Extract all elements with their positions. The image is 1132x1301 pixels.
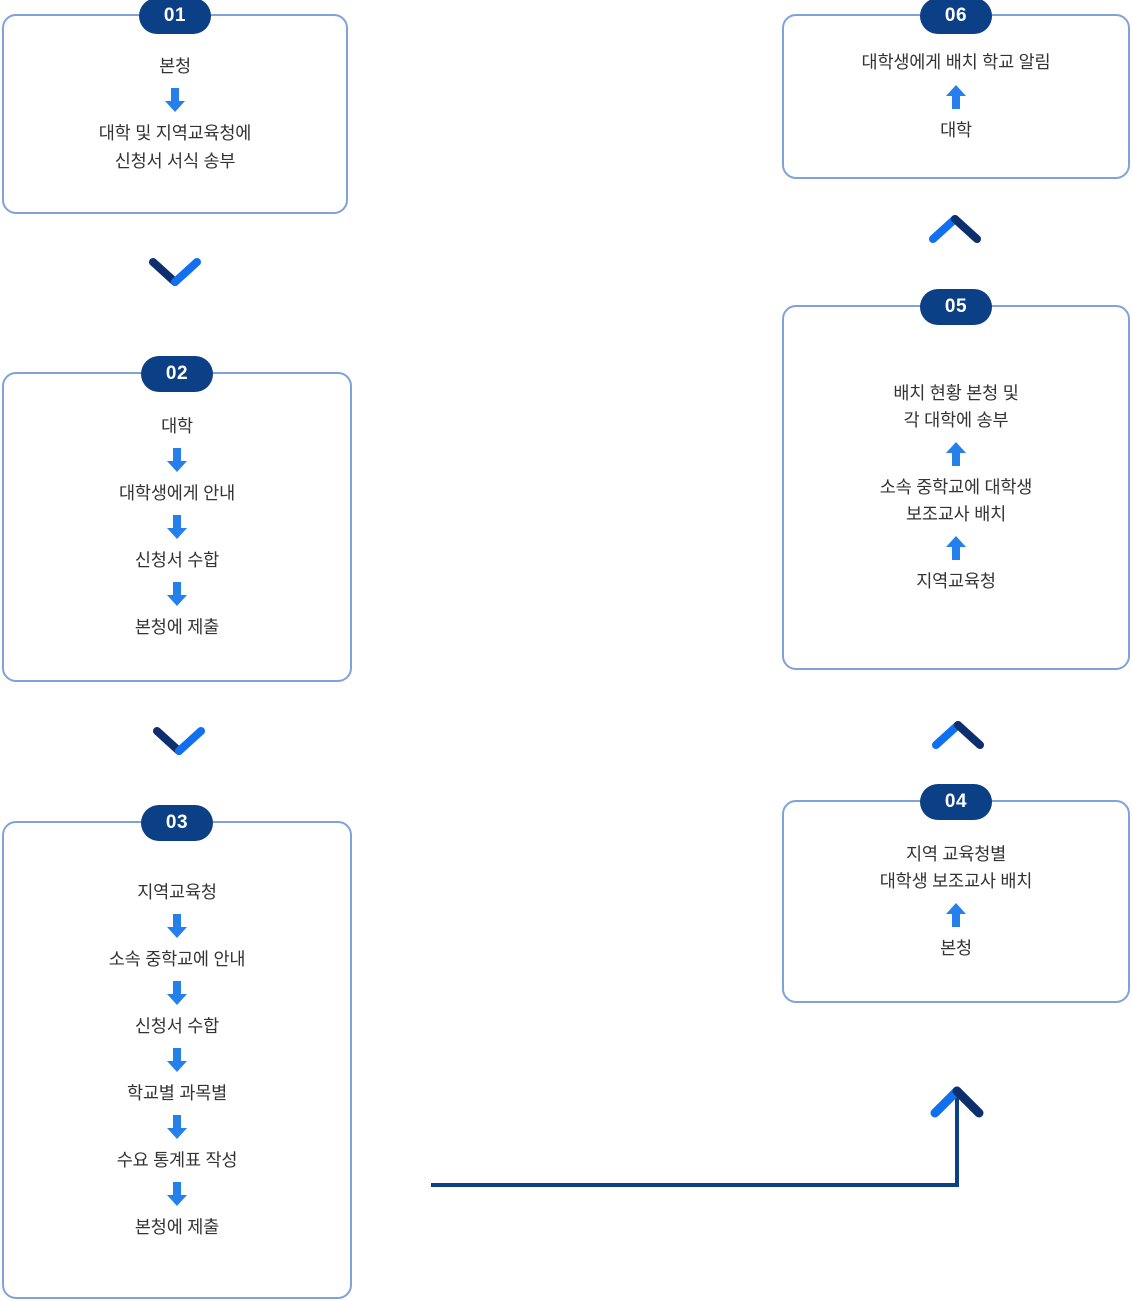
feedback-connector-03-to-04: [431, 1086, 984, 1187]
step-text: 소속 중학교에 대학생: [879, 476, 1033, 497]
chevron-down-icon: [153, 727, 205, 755]
step-text: 대학 및 지역교육청에: [98, 123, 252, 144]
step-box-03[interactable]: 03 지역교육청 소속 중학교에 안내 신청서 수합 학교별 과목별 수요 통계…: [2, 805, 352, 1299]
step-text: 대학: [161, 415, 193, 436]
arrow-down-icon: [167, 1048, 187, 1072]
step-box-02[interactable]: 02 대학 대학생에게 안내 신청서 수합 본청에 제출: [2, 356, 352, 682]
step-text: 대학생에게 안내: [119, 482, 235, 503]
arrow-down-icon: [167, 1182, 187, 1207]
step-badge-02: 02: [141, 356, 213, 392]
step-box-04[interactable]: 04 지역 교육청별 대학생 보조교사 배치 본청: [782, 784, 1130, 1003]
step-badge-06: 06: [920, 0, 992, 34]
arrow-up-icon: [946, 903, 966, 928]
step-text: 배치 현황 본청 및: [893, 382, 1019, 403]
step-text: 본청: [159, 56, 191, 77]
chevron-up-icon: [932, 721, 984, 749]
step-box-01[interactable]: 01 본청 대학 및 지역교육청에 신청서 서식 송부: [2, 0, 348, 214]
step-text: 대학: [940, 119, 972, 140]
step-text: 본청: [940, 938, 972, 959]
step-badge-01: 01: [139, 0, 211, 34]
step-text: 신청서 수합: [134, 550, 220, 570]
arrow-up-icon: [946, 536, 966, 561]
step-text: 신청서 수합: [134, 1015, 220, 1036]
step-text: 보조교사 배치: [905, 504, 1007, 525]
arrow-up-icon: [946, 84, 966, 109]
arrow-down-icon: [167, 515, 187, 539]
step-text: 본청에 제출: [134, 617, 220, 638]
step-text: 지역교육청: [137, 881, 217, 902]
step-box-05[interactable]: 05 배치 현황 본청 및 각 대학에 송부 소속 중학교에 대학생 보조교사 …: [782, 289, 1130, 670]
arrow-down-icon: [167, 913, 187, 938]
step-text: 대학생에게 배치 학교 알림: [861, 52, 1051, 73]
arrow-down-icon: [167, 1115, 187, 1140]
arrow-down-icon: [167, 447, 187, 472]
step-text: 학교별 과목별: [126, 1083, 228, 1103]
step-box-06[interactable]: 06 대학생에게 배치 학교 알림 대학: [782, 0, 1130, 179]
arrow-down-icon: [167, 980, 187, 1005]
chevron-down-icon: [149, 258, 201, 286]
step-text: 각 대학에 송부: [903, 409, 1009, 430]
step-badge-05: 05: [920, 289, 992, 325]
arrow-down-icon: [167, 582, 187, 607]
diagram-title: 대학생 보조교사 배치 절차 흐름도: [0, 21, 1, 22]
step-badge-04: 04: [920, 784, 992, 820]
step-text: 지역 교육청별: [905, 843, 1007, 864]
step-text: 신청서 서식 송부: [114, 150, 236, 171]
step-badge-03: 03: [141, 805, 213, 841]
step-text: 수요 통계표 작성: [116, 1150, 238, 1171]
arrow-down-icon: [165, 88, 185, 113]
step-text: 본청에 제출: [134, 1217, 220, 1238]
step-text: 지역교육청: [916, 571, 996, 592]
step-text: 대학생 보조교사 배치: [879, 870, 1033, 891]
arrow-up-icon: [946, 441, 966, 466]
chevron-up-icon: [929, 215, 981, 243]
step-text: 소속 중학교에 안내: [108, 948, 246, 969]
